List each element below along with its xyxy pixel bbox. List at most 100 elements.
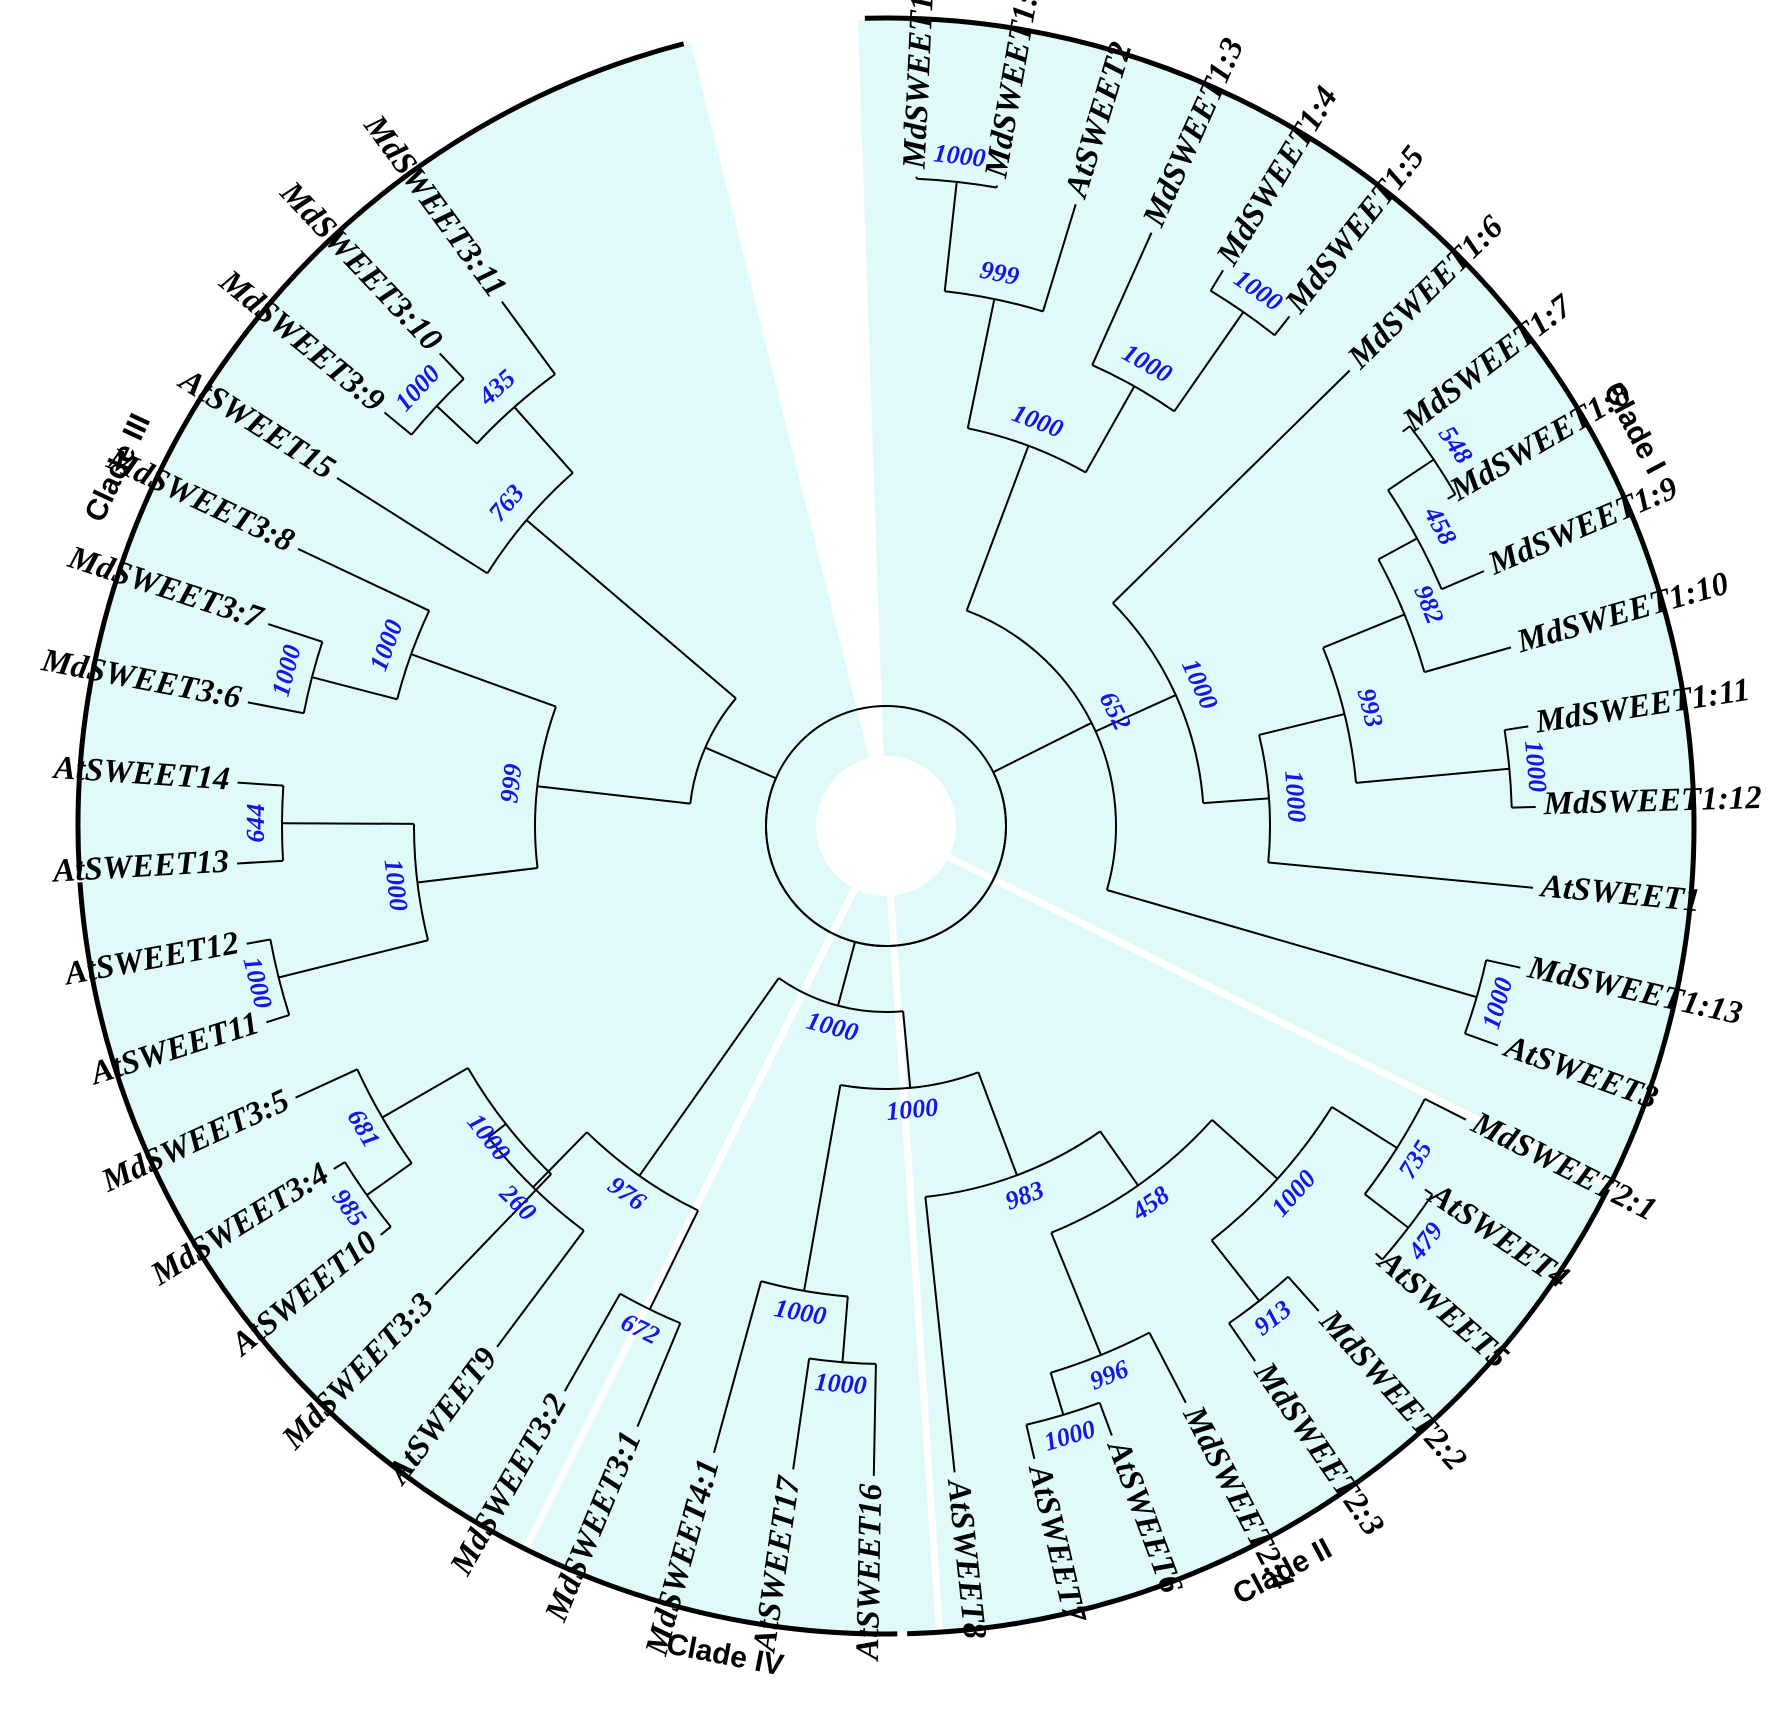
tree-arc: [809, 1357, 876, 1365]
tree-branch: [246, 938, 271, 945]
tree-arc: [586, 1131, 699, 1212]
tree-arc: [396, 610, 431, 700]
tree-branch: [1099, 1130, 1139, 1186]
tree-branch: [872, 1363, 877, 1476]
tree-branch: [1424, 1098, 1467, 1121]
tree-branch: [992, 721, 1093, 774]
tree-arc: [925, 1130, 1101, 1198]
tree-arc: [356, 1068, 413, 1164]
clade-separator: [519, 887, 858, 1557]
tree-branch: [1364, 1193, 1409, 1229]
tree-branch: [638, 977, 780, 1177]
tree-branch: [1049, 1372, 1065, 1416]
tree-branch: [1106, 889, 1477, 999]
tree-branch: [237, 859, 284, 865]
bootstrap-value: 644: [241, 804, 270, 843]
tree-branch: [1098, 1402, 1113, 1436]
tree-branch: [333, 1161, 346, 1170]
bootstrap-value: 1000: [1519, 739, 1553, 793]
tree-branch: [1084, 385, 1136, 473]
tree-branch: [525, 519, 611, 593]
bootstrap-value: 1000: [814, 1367, 868, 1400]
tree-arc: [966, 609, 1117, 891]
outer-ring: [77, 882, 898, 1637]
tree-branch: [1268, 861, 1534, 889]
leaf-label: MdSWEET1:12: [1542, 780, 1762, 822]
tree-branch: [487, 1123, 507, 1139]
bootstrap-value: 1000: [379, 858, 414, 913]
tree-branch: [1441, 570, 1485, 591]
bootstrap-value: 999: [494, 762, 527, 804]
tree-branch: [438, 352, 465, 380]
tree-branch: [1424, 1188, 1433, 1196]
tree-arc: [467, 1067, 552, 1175]
branch-layer: [237, 176, 1536, 1476]
tree-branch: [1211, 1119, 1279, 1180]
tree-branch: [278, 939, 429, 979]
tree-branch: [1173, 311, 1245, 412]
tree-branch: [267, 623, 323, 643]
tree-branch: [311, 676, 398, 701]
tree-branch: [792, 1358, 811, 1470]
tree-branch: [537, 785, 691, 805]
tree-branch: [943, 181, 958, 292]
tree-branch: [1331, 1106, 1398, 1149]
tree-branch: [1025, 1424, 1036, 1460]
tree-branch: [436, 405, 478, 445]
tree-branch: [1322, 613, 1405, 649]
tree-branch: [1042, 204, 1077, 312]
tree-branch: [380, 1225, 392, 1236]
tree-arc: [486, 472, 574, 574]
leaf-label: AtSWEET16: [850, 1483, 889, 1662]
bootstrap-value: 1000: [1279, 769, 1312, 823]
tree-branch: [1511, 805, 1536, 809]
tree-branch: [282, 822, 415, 825]
tree-branch: [1228, 1322, 1256, 1362]
tree-branch: [1095, 694, 1177, 733]
tree-branch: [966, 298, 996, 429]
tree-branch: [532, 1131, 588, 1188]
tree-branch: [902, 1011, 912, 1088]
tree-branch: [609, 590, 737, 700]
tree-branch: [1402, 425, 1411, 433]
background-layer: [75, 0, 1697, 1639]
tree-arc: [916, 177, 997, 189]
tree-branch: [841, 1296, 849, 1363]
bootstrap-value: 1000: [885, 1092, 939, 1126]
tree-branch: [336, 477, 488, 575]
outer-ring: [907, 1187, 1611, 1637]
tree-branch: [1210, 1239, 1261, 1302]
tree-branch: [1464, 1032, 1499, 1047]
tree-branch: [924, 1196, 956, 1473]
outer-ring: [864, 15, 1697, 1184]
tree-branch: [366, 1162, 413, 1196]
tree-branch: [837, 941, 856, 1006]
tree-branch: [513, 406, 574, 474]
tree-branch: [410, 653, 557, 708]
tree-branch: [1355, 767, 1510, 784]
tree-branch: [704, 746, 777, 780]
tree-branch: [1112, 369, 1351, 604]
tree-branch: [563, 1293, 622, 1392]
tree-arc: [1050, 1119, 1213, 1234]
outer-ring: [75, 41, 685, 872]
tree-branch: [648, 1210, 699, 1310]
tree-branch: [1447, 493, 1456, 500]
tree-branch: [434, 1173, 552, 1296]
root-ring: [765, 705, 1007, 947]
tree-branch: [1287, 1276, 1320, 1312]
tree-arc: [1211, 1106, 1333, 1242]
tree-branch: [1485, 959, 1521, 969]
tree-arc: [944, 290, 1044, 313]
tree-arc: [1503, 729, 1513, 808]
tree-branch: [803, 1084, 842, 1292]
tree-branch: [1209, 269, 1224, 292]
tree-center-hole: [816, 756, 956, 896]
bootstrap-value: 1000: [932, 138, 987, 173]
tree-branch: [501, 301, 556, 375]
tree-branch: [977, 1071, 1018, 1176]
tree-branch: [1377, 537, 1418, 561]
tree-arc: [302, 641, 324, 714]
clade-gap-wedge: [685, 0, 884, 759]
tree-branch: [297, 547, 430, 612]
